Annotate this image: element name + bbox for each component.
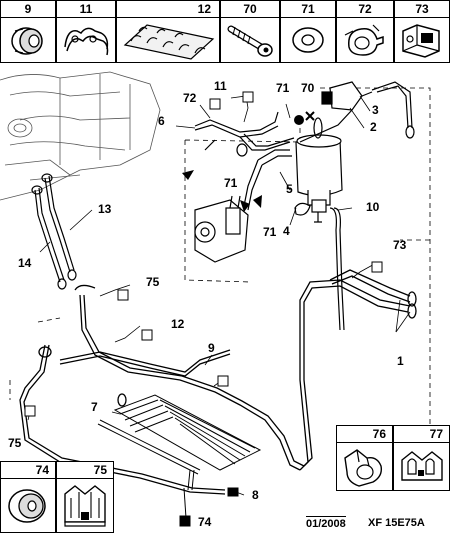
part-number: 77 (394, 426, 449, 443)
footer-reference: XF 15E75A (368, 517, 425, 529)
callout-10: 10 (366, 200, 380, 214)
screw-icon (221, 17, 279, 62)
part-number: 74 (1, 462, 55, 479)
part-number: 71 (281, 1, 335, 18)
callout-14: 14 (18, 256, 32, 270)
callout-5: 5 (286, 182, 293, 196)
injection-pump (194, 195, 249, 263)
callout-3: 3 (372, 103, 379, 117)
part-cell-75: 75 (56, 461, 114, 533)
callout-1: 1 (397, 354, 404, 368)
part-cell-73: 73 (394, 0, 450, 63)
callout-73: 73 (393, 238, 407, 252)
part-number: 70 (221, 1, 279, 18)
callout-2: 2 (370, 120, 377, 134)
pipes-left (31, 173, 77, 290)
callout-8: 8 (252, 488, 259, 502)
part-cell-71: 71 (280, 0, 336, 63)
callout-9: 9 (208, 341, 215, 355)
clip-75-icon (57, 478, 113, 532)
part-number: 12 (117, 1, 219, 18)
fuel-filter (295, 134, 343, 223)
callout-74: 74 (198, 515, 212, 529)
callout-75-lower: 75 (8, 436, 22, 450)
footer-date: 01/2008 (306, 516, 346, 530)
clip-strip-icon (117, 17, 219, 62)
callout-13: 13 (98, 202, 112, 216)
pipes-floor (19, 269, 417, 495)
part-number: 9 (1, 1, 55, 18)
callout-71-top: 71 (276, 81, 290, 95)
part-cell-70: 70 (220, 0, 280, 63)
part-cell-74: 74 (0, 461, 56, 533)
washer-icon (281, 17, 335, 62)
marker-squares (24, 91, 383, 527)
part-cell-12: 12 (116, 0, 220, 63)
fastener-marker (294, 111, 315, 125)
pipes-upper (194, 81, 415, 331)
part-number: 72 (337, 1, 393, 18)
part-cell-77: 77 (393, 425, 450, 491)
callout-71-lower: 71 (263, 225, 277, 239)
part-number: 75 (57, 462, 113, 479)
callout-71-middle: 71 (224, 176, 238, 190)
clip-76-icon (337, 442, 392, 490)
dashed-boundary (9, 87, 431, 441)
callout-7: 7 (91, 400, 98, 414)
part-cell-9: 9 (0, 0, 56, 63)
fuel-line-drawing (0, 71, 431, 527)
pipe-clip-icon (57, 17, 115, 62)
callout-4: 4 (283, 224, 290, 238)
part-number: 76 (337, 426, 392, 443)
callout-70: 70 (301, 81, 315, 95)
bracket-clip-icon (395, 17, 449, 62)
grommet-icon (1, 17, 55, 62)
part-number: 11 (57, 1, 115, 18)
grommet-74-icon (1, 478, 55, 532)
callout-6: 6 (158, 114, 165, 128)
part-cell-72: 72 (336, 0, 394, 63)
torque-triangles (182, 170, 262, 212)
callout-72: 72 (183, 91, 197, 105)
callout-12: 12 (171, 317, 185, 331)
regulator (321, 81, 373, 111)
callout-75-upper: 75 (146, 275, 160, 289)
rails-assembly (97, 394, 262, 519)
hose-clip-icon (337, 17, 393, 62)
callout-11: 11 (214, 79, 227, 93)
part-number: 73 (395, 1, 449, 18)
clip-77-icon (394, 442, 449, 490)
part-cell-76: 76 (336, 425, 393, 491)
engine-outline (0, 71, 161, 201)
part-cell-11: 11 (56, 0, 116, 63)
